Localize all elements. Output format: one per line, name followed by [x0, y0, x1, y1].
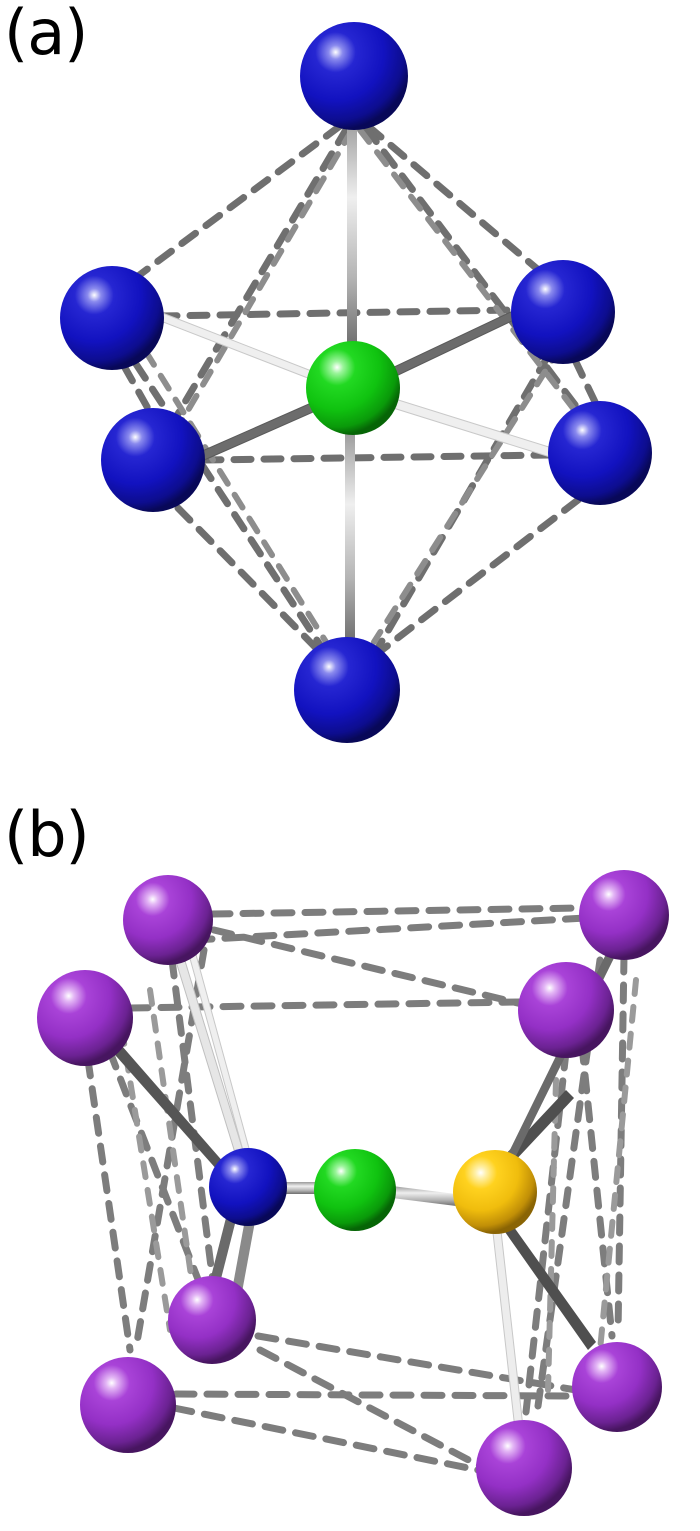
atom-purple-top-front-right [518, 962, 614, 1058]
atom-blue-right-front [548, 401, 652, 505]
bond-green-blue-right-front [389, 397, 553, 458]
atom-purple-bottom-back-right [572, 1342, 662, 1432]
bond-blue-green [284, 1182, 322, 1194]
bond-green-blue-top [347, 118, 357, 346]
panel-a-solid-bonds [157, 118, 553, 642]
cage-edge-hidden [119, 977, 639, 1393]
atom-purple-bottom-front-right [476, 1420, 572, 1516]
panel-a: (a) [4, 0, 652, 743]
atom-yellow-trimer-right [453, 1150, 537, 1234]
panel-a-dashed-edges [120, 122, 600, 654]
atom-green-trimer-center [314, 1149, 396, 1231]
atom-blue-left-back [60, 266, 164, 370]
panel-b-cage-dashed [84, 904, 639, 1474]
atom-purple-top-back-right [579, 870, 669, 960]
panel-b-label: (b) [4, 798, 90, 871]
atom-blue-trimer-left [209, 1148, 287, 1226]
octahedron-edge-dashed-hidden [143, 127, 579, 645]
panel-a-scene [60, 22, 652, 743]
atom-blue-bottom [294, 637, 400, 743]
cage-edge-bottom [170, 1332, 580, 1474]
atom-purple-top-front-left [37, 970, 133, 1066]
bond-yellow-purple-bottom-right [491, 1221, 525, 1439]
bond-green-blue-bottom [345, 430, 355, 642]
atom-green-center [306, 341, 400, 435]
panel-b-solid-bonds [100, 937, 616, 1439]
bond-green-blue-right-back [391, 309, 519, 378]
bond-green-yellow [392, 1186, 456, 1206]
atom-purple-top-back-left [123, 875, 213, 965]
bond-yellow-purple-lower-right [498, 1216, 596, 1350]
panel-b-scene [0, 790, 700, 1531]
panel-b: (b) [0, 790, 700, 1531]
bond-blue-purple-top-left-2 [185, 939, 251, 1155]
panel-a-spheres [60, 22, 652, 743]
panel-a-label: (a) [4, 0, 88, 69]
atom-blue-right-back [511, 260, 615, 364]
atom-purple-bottom-front-left [80, 1357, 176, 1453]
bond-blue-purple-upper-left [100, 1030, 232, 1180]
panel-b-spheres [37, 870, 669, 1516]
bond-yellow-purple-upper-right [504, 1090, 574, 1164]
bond-green-blue-left-front [199, 399, 321, 462]
atom-blue-left-front [101, 408, 205, 512]
atom-purple-bottom-back-left [168, 1276, 256, 1364]
atom-blue-top [300, 22, 408, 130]
